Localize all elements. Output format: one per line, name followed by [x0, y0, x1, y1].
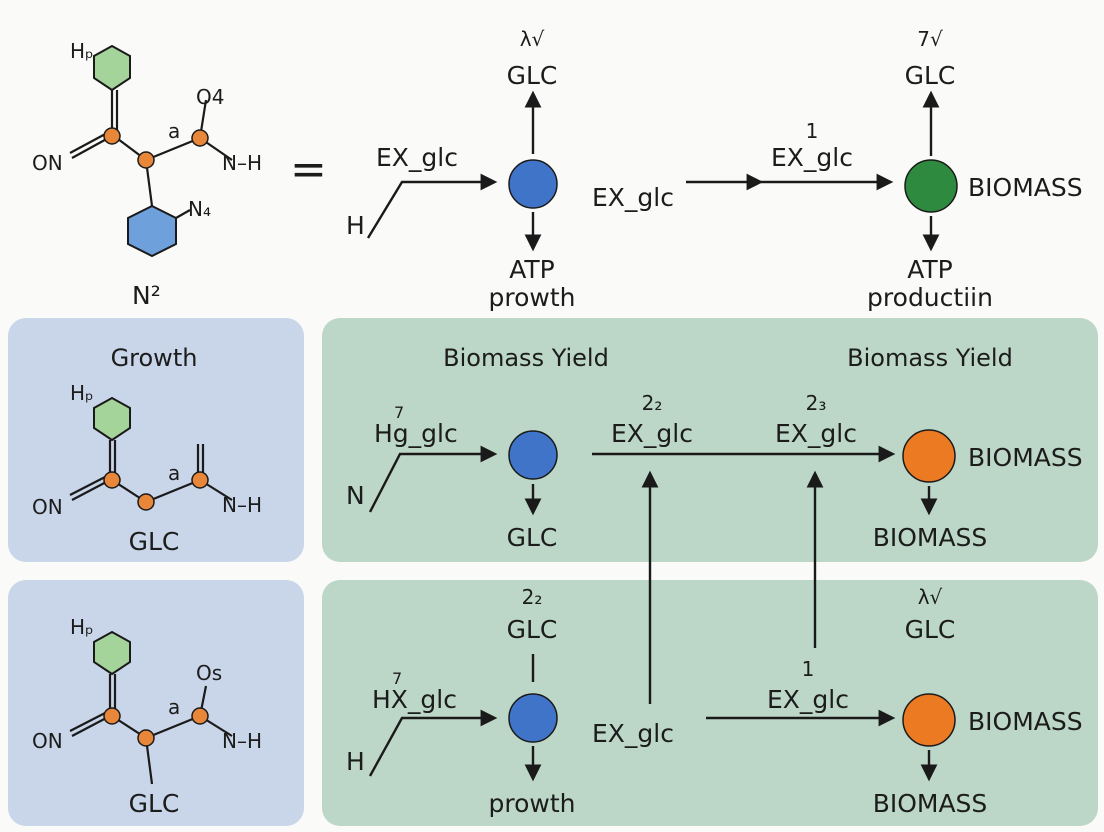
- panel-title: Growth: [111, 344, 198, 372]
- ring-label: Hₚ: [70, 615, 94, 639]
- node-blue-2: [508, 430, 558, 480]
- panel-biomass-yield: [322, 318, 1098, 562]
- atom: [137, 729, 155, 747]
- bond-label: a: [168, 461, 180, 485]
- edge-label: EX_glc: [767, 685, 849, 714]
- atom: [103, 471, 121, 489]
- ring-label: Hₚ: [70, 381, 94, 405]
- bottom-label: N²: [132, 281, 161, 310]
- ring-green: [93, 44, 131, 92]
- input-label: EX_glc: [771, 143, 853, 172]
- atom: [191, 707, 209, 725]
- bottom-line1: ATP: [509, 255, 555, 284]
- title-right: Biomass Yield: [847, 344, 1013, 372]
- node-blue-3: [508, 693, 558, 743]
- bottom-label: GLC: [129, 789, 180, 818]
- node2-bottom: BIOMASS: [873, 523, 988, 552]
- left-group-label: ON: [32, 729, 63, 753]
- edge-number: 1: [806, 119, 819, 143]
- top-pathway-1: λ√ GLC EX_glc H ATP prowth: [346, 27, 576, 312]
- edge-number: 1: [802, 657, 815, 681]
- right-label: BIOMASS: [968, 707, 1083, 736]
- top-right-label: Os: [196, 661, 222, 685]
- growth-molecule: Growth Hₚ ON a N–H GLC: [32, 344, 262, 556]
- edge-input: [368, 709, 498, 777]
- ring-green: [93, 630, 131, 676]
- input-label: HX_glc: [372, 685, 457, 714]
- right-top-metabolite: GLC: [905, 615, 956, 644]
- bottom-line2: productiin: [867, 283, 993, 312]
- bottom-line2: prowth: [489, 283, 576, 312]
- edge2-number: 2₂: [642, 391, 663, 415]
- edge2-label: EX_glc: [611, 419, 693, 448]
- nh-label: N–H: [222, 493, 262, 517]
- top-number: 2₂: [522, 585, 543, 609]
- bottom-label: GLC: [129, 527, 180, 556]
- left-group-label: ON: [32, 495, 63, 519]
- top-symbol: 7√: [917, 27, 943, 51]
- top-pathway-2: 7√ GLC 1 EX_glc BIOMASS ATP productiin: [686, 27, 1083, 312]
- lower-left-label: N: [346, 481, 365, 510]
- edge-input: [366, 173, 498, 239]
- bond-label: a: [168, 695, 180, 719]
- ring-label: Hₚ: [70, 39, 94, 63]
- right-top-symbol: λ√: [918, 585, 943, 609]
- node-orange-2: [902, 693, 956, 747]
- input-superscript: 7: [394, 403, 404, 422]
- nh-label: N–H: [222, 151, 262, 175]
- input-label: Hg_glc: [374, 419, 458, 448]
- left-group-label: ON: [32, 151, 63, 175]
- atom: [103, 707, 121, 725]
- node-green: [904, 159, 958, 213]
- panel-bottom-right: [322, 580, 1098, 826]
- atom: [103, 127, 121, 145]
- panel-growth: [8, 318, 304, 562]
- node1-bottom: GLC: [507, 523, 558, 552]
- top-symbol: λ√: [520, 27, 545, 51]
- molecule-top: Hₚ ON O4 a N–H N₄ N²: [32, 39, 262, 310]
- input-superscript: 7: [392, 669, 402, 688]
- input-label: EX_glc: [376, 143, 458, 172]
- equals-sign: =: [290, 144, 327, 195]
- bottom-molecule: Hₚ Os ON a N–H GLC: [32, 615, 262, 818]
- nh-label: N–H: [222, 729, 262, 753]
- top-metabolite: GLC: [507, 615, 558, 644]
- right-label: BIOMASS: [968, 443, 1083, 472]
- edge-input: [368, 445, 498, 513]
- lower-left-label: H: [346, 211, 365, 240]
- ring-green: [93, 396, 131, 442]
- atom: [137, 151, 155, 169]
- biomass-yield-pathway: Biomass Yield Biomass Yield 7 Hg_glc N G…: [346, 344, 1083, 552]
- bond-label: a: [168, 119, 180, 143]
- edge3-number: 2₃: [806, 391, 827, 415]
- right-label: BIOMASS: [968, 173, 1083, 202]
- bottom-line1: ATP: [907, 255, 953, 284]
- center-label: EX_glc: [592, 719, 674, 748]
- bottom-pathway: 2₂ GLC 7 HX_glc H prowth EX_glc λ√ GLC 1…: [346, 585, 1083, 818]
- node-orange-1: [902, 429, 956, 483]
- edge3-label: EX_glc: [775, 419, 857, 448]
- ring2-label: N₄: [188, 197, 211, 221]
- top-metabolite: GLC: [905, 61, 956, 90]
- atom: [137, 493, 155, 511]
- ring-blue: [127, 204, 177, 258]
- node-blue-1: [508, 159, 558, 209]
- lower-left-label: H: [346, 747, 365, 776]
- atom: [191, 129, 209, 147]
- o4-label: O4: [196, 85, 224, 109]
- panel-bottom-left: [8, 580, 304, 826]
- middle-label: EX_glc: [592, 183, 674, 212]
- bottom-label: prowth: [489, 789, 576, 818]
- right-bottom: BIOMASS: [873, 789, 988, 818]
- atom: [191, 471, 209, 489]
- title-left: Biomass Yield: [443, 344, 609, 372]
- top-metabolite: GLC: [507, 61, 558, 90]
